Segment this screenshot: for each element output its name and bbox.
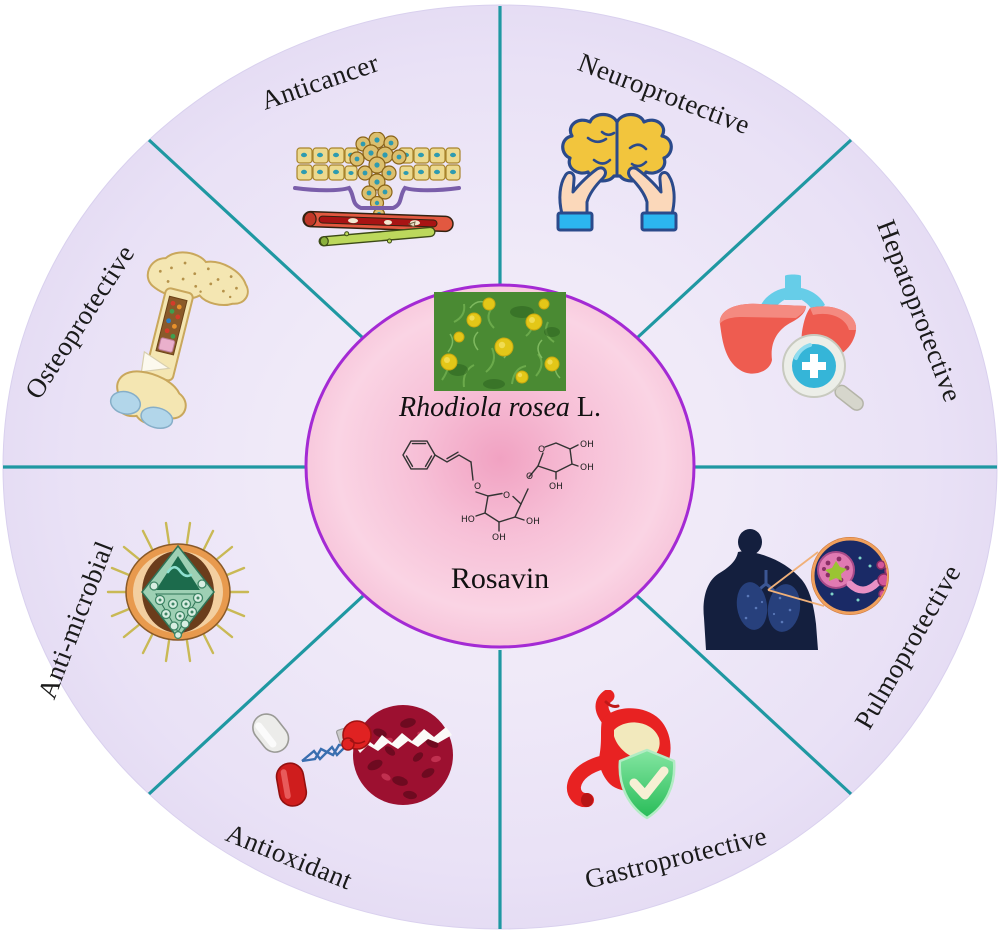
atom-label: OH — [549, 482, 563, 492]
liver-magnifier-icon — [719, 274, 864, 411]
atom-label: OH — [526, 517, 540, 527]
sector-dividers — [3, 6, 997, 929]
cut-wedge — [140, 350, 171, 373]
tumor-cell-cluster — [349, 132, 407, 221]
liver — [719, 303, 857, 380]
crack — [356, 727, 452, 753]
species-name-suffix: L. — [569, 392, 601, 423]
tumor-invasion-icon — [293, 132, 461, 247]
bone-cross-section-icon — [109, 251, 249, 429]
atom-label: O — [503, 491, 510, 501]
atom-label: OH — [580, 463, 594, 473]
bone-head — [146, 251, 249, 306]
atom-label: O — [474, 482, 481, 492]
atom-label: OH — [580, 440, 594, 450]
boxing-glove — [336, 720, 372, 751]
capsid — [141, 544, 215, 640]
protection-shield — [618, 748, 676, 820]
spongy-texture — [158, 261, 238, 299]
lymph-vessel — [318, 226, 436, 247]
lungs-alveoli-inset-icon — [703, 529, 889, 650]
basement-membrane — [293, 185, 461, 210]
atom-label: O — [538, 445, 545, 455]
torso-silhouette — [703, 529, 818, 650]
capsule-vs-free-radical-icon — [252, 705, 453, 807]
spring-chain — [301, 743, 348, 763]
cartilage-cap — [109, 390, 142, 415]
rhodiola-plant-photo — [434, 292, 566, 391]
free-radical-cell — [353, 705, 453, 805]
stomach — [566, 690, 671, 808]
marrow-window — [155, 295, 188, 356]
viral-genome — [166, 565, 193, 578]
atom-label: HO — [461, 515, 475, 525]
blood-vessel — [302, 210, 454, 233]
medical-cross — [802, 354, 826, 378]
alveoli-inset — [811, 537, 889, 615]
capsule — [252, 713, 308, 807]
virus-spikes — [106, 521, 250, 663]
atom-label: OH — [492, 533, 506, 543]
left-hand — [556, 166, 607, 232]
atom-label: O — [526, 472, 533, 482]
brain — [561, 112, 673, 183]
magnifier-lines — [767, 551, 825, 607]
debris — [407, 221, 416, 228]
right-hand — [627, 166, 678, 232]
stomach-shield-icon — [566, 690, 676, 820]
virus-cross-section-icon — [106, 521, 250, 663]
checkmark — [629, 766, 669, 800]
species-title: Rhodiola rosea L. — [399, 392, 601, 424]
magnifier — [782, 334, 864, 411]
center-circle — [304, 283, 696, 649]
compound-name: Rosavin — [450, 562, 550, 595]
cartilage-cap — [140, 406, 174, 429]
rosavin-structure: O O HO OH OH O O OH OH OH — [402, 440, 594, 543]
brain-in-hands-icon — [556, 112, 678, 232]
species-name-italic: Rhodiola rosea — [399, 392, 570, 423]
